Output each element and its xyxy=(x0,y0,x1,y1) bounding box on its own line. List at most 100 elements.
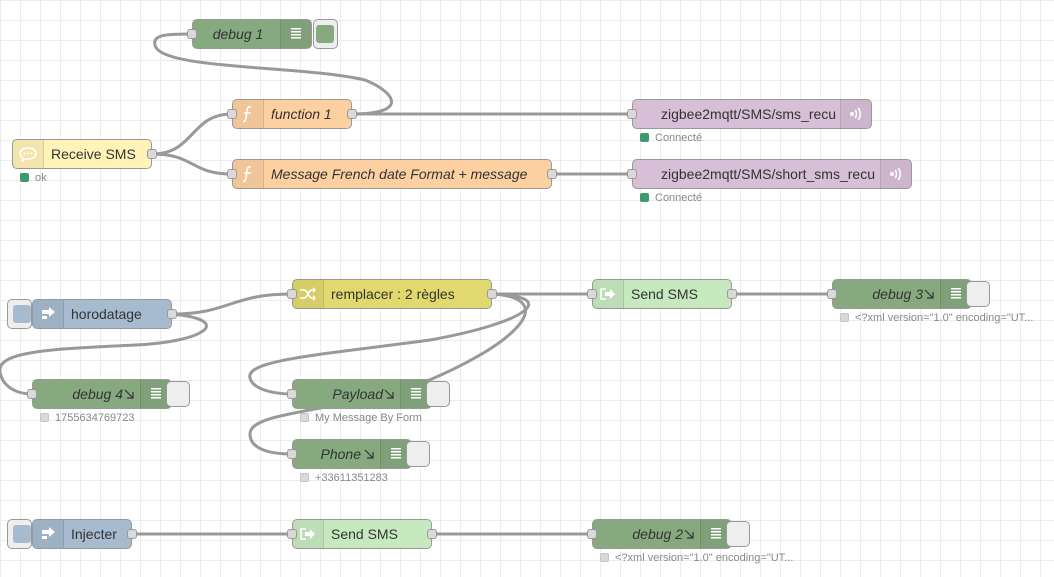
debug-3-node[interactable]: debug 3 xyxy=(827,279,972,309)
payload-debug-node[interactable]: Payload xyxy=(287,379,432,409)
output-port[interactable] xyxy=(167,309,177,319)
input-port[interactable] xyxy=(627,169,637,179)
input-port[interactable] xyxy=(287,389,297,399)
debug-list-icon xyxy=(940,280,971,308)
wire-receive-function-date[interactable] xyxy=(151,152,233,176)
node-label: Send SMS xyxy=(331,526,398,542)
debug-4-toggle-button[interactable] xyxy=(166,381,190,407)
status-text: Connecté xyxy=(655,192,703,204)
input-port[interactable] xyxy=(287,529,297,539)
inject-button-indicator xyxy=(13,525,31,543)
payload-status: My Message By Form xyxy=(300,411,422,425)
status-text: Connecté xyxy=(655,132,703,144)
receive-sms-node[interactable]: Receive SMS xyxy=(12,139,157,169)
debug-arrow-icon xyxy=(677,520,701,548)
status-text: 1755634769723 xyxy=(55,412,135,424)
status-text: +33611351283 xyxy=(315,472,388,484)
node-label: Injecter xyxy=(71,526,117,542)
debug-list-icon xyxy=(140,380,171,408)
status-dot-icon xyxy=(300,473,309,482)
input-port[interactable] xyxy=(287,289,297,299)
status-text: <?xml version="1.0" encoding="UT... xyxy=(855,312,1034,324)
mqtt-sms-recu-status: Connecté xyxy=(640,131,702,145)
node-label: function 1 xyxy=(271,106,332,122)
debug-arrow-icon xyxy=(117,380,141,408)
payload-toggle-button[interactable] xyxy=(426,381,450,407)
phone-debug-node[interactable]: Phone xyxy=(287,439,412,469)
debug-2-status: <?xml version="1.0" encoding="UT... xyxy=(600,551,793,565)
status-dot-icon xyxy=(640,133,649,142)
debug-1-toggle-button[interactable] xyxy=(313,19,338,49)
send-sms-icon xyxy=(293,520,324,548)
input-port[interactable] xyxy=(587,529,597,539)
function-icon xyxy=(233,100,264,128)
mqtt-short-sms-recu-node[interactable]: zigbee2mqtt/SMS/short_sms_recu xyxy=(627,159,912,189)
input-port[interactable] xyxy=(187,29,197,39)
output-port[interactable] xyxy=(727,289,737,299)
injecter-inject-button[interactable] xyxy=(7,519,32,549)
node-label: Phone xyxy=(320,446,361,462)
status-text: <?xml version="1.0" encoding="UT... xyxy=(615,552,794,564)
status-dot-icon xyxy=(40,413,49,422)
wire-receive-function1[interactable] xyxy=(151,112,233,156)
function-1-node[interactable]: function 1 xyxy=(227,99,357,129)
send-sms-node[interactable]: Send SMS xyxy=(587,279,737,309)
debug-list-icon xyxy=(700,520,731,548)
status-dot-icon xyxy=(840,313,849,322)
send-sms-2-node[interactable]: Send SMS xyxy=(287,519,437,549)
mqtt-short-sms-recu-status: Connecté xyxy=(640,191,702,205)
node-label: zigbee2mqtt/SMS/short_sms_recu xyxy=(661,166,875,182)
horodatage-inject-button[interactable] xyxy=(7,299,32,329)
receive-sms-status: ok xyxy=(20,171,47,185)
phone-toggle-button[interactable] xyxy=(406,441,430,467)
mqtt-sms-recu-node[interactable]: zigbee2mqtt/SMS/sms_recu xyxy=(627,99,872,129)
remplacer-change-node[interactable]: remplacer : 2 règles xyxy=(287,279,497,309)
node-label: debug 3 xyxy=(872,286,923,302)
shuffle-icon xyxy=(293,280,324,308)
node-label: debug 4 xyxy=(72,386,123,402)
output-port[interactable] xyxy=(147,149,157,159)
output-port[interactable] xyxy=(127,529,137,539)
debug-list-icon xyxy=(280,20,311,48)
node-label: zigbee2mqtt/SMS/sms_recu xyxy=(661,106,837,122)
debug-4-status: 1755634769723 xyxy=(40,411,135,425)
input-port[interactable] xyxy=(227,109,237,119)
function-date-format-node[interactable]: Message French date Format + message xyxy=(227,159,557,189)
output-port[interactable] xyxy=(547,169,557,179)
injecter-node[interactable]: Injecter xyxy=(32,519,137,549)
input-port[interactable] xyxy=(587,289,597,299)
node-label: debug 2 xyxy=(632,526,683,542)
input-port[interactable] xyxy=(627,109,637,119)
input-port[interactable] xyxy=(827,289,837,299)
status-dot-icon xyxy=(640,193,649,202)
mqtt-wave-icon xyxy=(840,100,871,128)
debug-4-node[interactable]: debug 4 xyxy=(27,379,172,409)
debug-arrow-icon xyxy=(377,380,401,408)
output-port[interactable] xyxy=(487,289,497,299)
debug-2-toggle-button[interactable] xyxy=(726,521,750,547)
debug-1-node[interactable]: debug 1 xyxy=(187,19,312,49)
horodatage-node[interactable]: horodatage xyxy=(32,299,177,329)
debug-arrow-icon xyxy=(357,440,381,468)
output-port[interactable] xyxy=(347,109,357,119)
debug-3-toggle-button[interactable] xyxy=(966,281,990,307)
status-dot-icon xyxy=(300,413,309,422)
toggle-indicator xyxy=(409,447,427,465)
function-icon xyxy=(233,160,264,188)
wire-horodatage-remplacer[interactable] xyxy=(171,292,293,316)
input-port[interactable] xyxy=(227,169,237,179)
input-port[interactable] xyxy=(27,389,37,399)
debug-list-icon xyxy=(400,380,431,408)
debug-2-node[interactable]: debug 2 xyxy=(587,519,732,549)
input-port[interactable] xyxy=(287,449,297,459)
node-label: Receive SMS xyxy=(51,146,136,162)
wire-remplacer-phone[interactable] xyxy=(248,292,527,456)
toggle-indicator xyxy=(969,287,987,305)
debug-list-icon xyxy=(380,440,411,468)
send-sms-icon xyxy=(593,280,624,308)
inject-arrow-icon xyxy=(33,300,64,328)
status-dot-icon xyxy=(600,553,609,562)
debug-arrow-icon xyxy=(917,280,941,308)
output-port[interactable] xyxy=(427,529,437,539)
